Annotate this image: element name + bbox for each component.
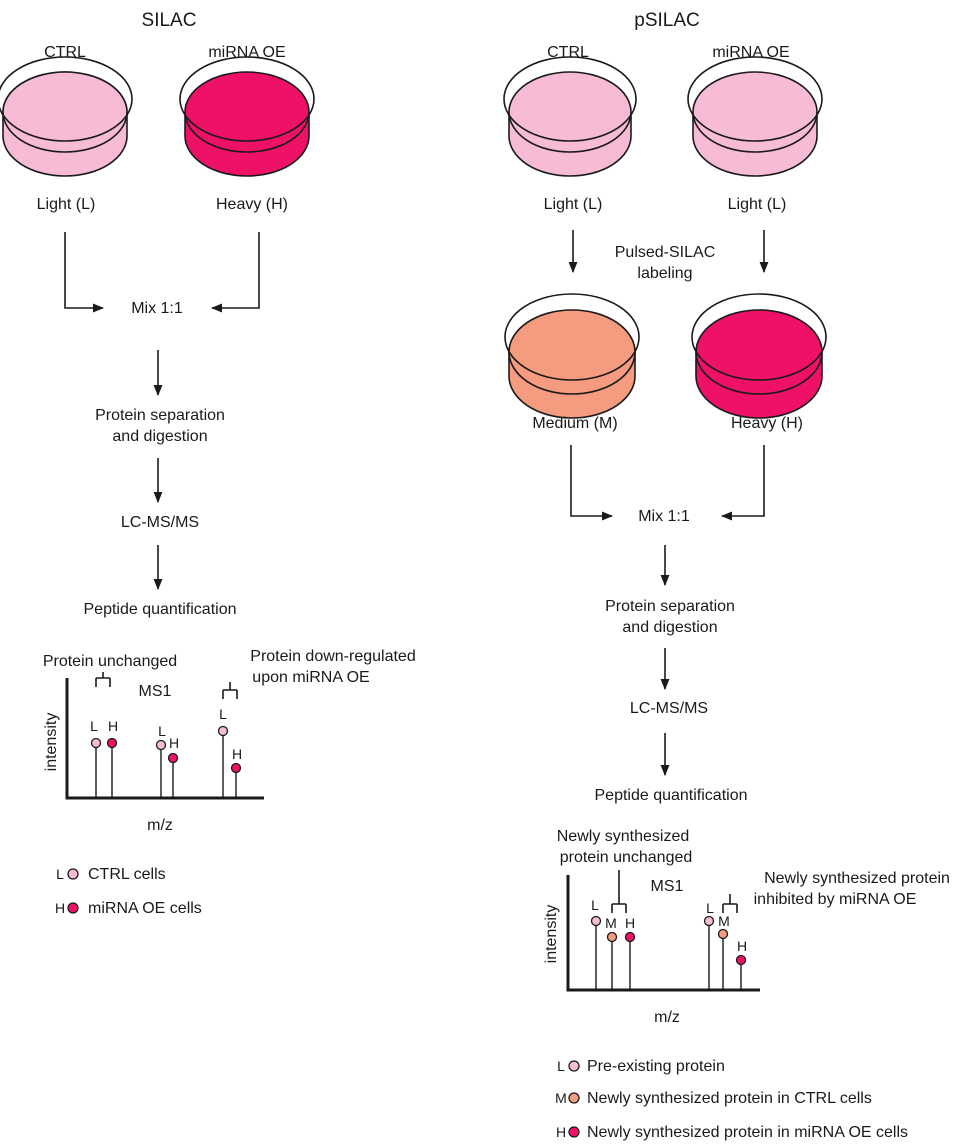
- silac-oe-label: miRNA OE: [208, 44, 285, 61]
- psilac-peak-dot-heavy: [624, 931, 636, 943]
- silac-peak-dot-heavy: [106, 737, 118, 749]
- silac-legend-dot-light: [67, 868, 79, 880]
- psilac-medium-dish: [504, 293, 640, 419]
- psilac-legend-text-oe: Newly synthesized protein in miRNA OE ce…: [587, 1124, 908, 1141]
- silac-peak-label-h: H: [232, 746, 242, 762]
- psilac-peak-label-h: H: [737, 938, 747, 954]
- silac-oe-dish: [179, 56, 315, 177]
- psilac-peak-dot-medium: [717, 928, 729, 940]
- psilac-peak-dot-medium: [606, 931, 618, 943]
- psilac-legend-letter-h: H: [556, 1124, 566, 1140]
- psilac-step-separation-1: Protein separation: [605, 598, 735, 615]
- silac-step-quant: Peptide quantification: [84, 601, 237, 618]
- psilac-legend-letter-m: M: [555, 1090, 567, 1106]
- silac-legend: L CTRL cells H miRNA OE cells: [55, 866, 202, 917]
- psilac-peak-label-m: M: [718, 913, 730, 929]
- psilac-arrow-medium: [570, 445, 614, 521]
- psilac-bracket-inhibited: [722, 894, 738, 913]
- silac-peak-label-l: L: [158, 723, 166, 739]
- psilac-peak-label-h: H: [625, 915, 635, 931]
- psilac-annot-inhibited-1: Newly synthesized protein: [764, 870, 950, 887]
- psilac-oe-label: miRNA OE: [712, 44, 789, 61]
- silac-peak-label-l: L: [219, 706, 227, 722]
- psilac-xlabel: m/z: [654, 1009, 680, 1026]
- psilac-ylabel: intensity: [543, 905, 560, 964]
- silac-axes: [65, 678, 264, 800]
- psilac-peak-label-l: L: [706, 900, 714, 916]
- psilac-medium-label: Medium (M): [532, 415, 617, 432]
- psilac-legend-text-ctrl: Newly synthesized protein in CTRL cells: [587, 1090, 872, 1107]
- silac-peak-label-h: H: [169, 735, 179, 751]
- silac-legend-text-ctrl: CTRL cells: [88, 866, 166, 883]
- psilac-legend-letter-l: L: [557, 1058, 565, 1074]
- silac-step-mix: Mix 1:1: [131, 300, 183, 317]
- psilac-peak-dot-light: [703, 915, 715, 927]
- psilac-spectrum: Newly synthesized Newly synthesized prot…: [543, 828, 950, 1026]
- silac-light-label: Light (L): [37, 196, 96, 213]
- psilac-step-mix: Mix 1:1: [638, 508, 690, 525]
- psilac-pulse-label-1: Pulsed-SILAC: [615, 244, 716, 261]
- psilac-legend-dot-heavy: [568, 1126, 580, 1138]
- psilac-legend-dot-light: [568, 1060, 580, 1072]
- silac-ylabel: intensity: [43, 713, 60, 772]
- silac-ms1-label: MS1: [139, 683, 172, 700]
- silac-arrow-heavy: [210, 232, 260, 313]
- silac-peak-dot-light: [155, 739, 167, 751]
- psilac-step-separation-2: and digestion: [622, 619, 717, 636]
- silac-step-separation-2: and digestion: [112, 428, 207, 445]
- silac-legend-text-oe: miRNA OE cells: [88, 900, 202, 917]
- silac-annot-unchanged: Protein unchanged: [43, 653, 177, 670]
- psilac-heavy-label: Heavy (H): [731, 415, 803, 432]
- psilac-bracket-unchanged: [611, 870, 627, 913]
- silac-step-lcms: LC-MS/MS: [121, 514, 199, 531]
- psilac-step-lcms: LC-MS/MS: [630, 700, 708, 717]
- psilac-title: pSILAC: [634, 10, 699, 31]
- psilac-annot-unchanged-2b: protein unchanged: [560, 849, 693, 866]
- psilac-axes: [566, 875, 760, 992]
- silac-ctrl-dish: [0, 56, 133, 177]
- psilac-peak-dot-heavy: [735, 954, 747, 966]
- silac-peak-dot-heavy: [167, 752, 179, 764]
- silac-spectrum: Protein unchanged Protein down-regulated…: [43, 648, 416, 834]
- silac-legend-dot-heavy: [67, 902, 79, 914]
- psilac-annot-unchanged-1: Newly synthesized: [557, 828, 690, 845]
- silac-xlabel: m/z: [147, 817, 173, 834]
- psilac-step-quant: Peptide quantification: [595, 787, 748, 804]
- psilac-peak-label-m: M: [605, 915, 617, 931]
- psilac-ctrl-light-label: Light (L): [544, 196, 603, 213]
- psilac-ms1-label: MS1: [651, 878, 684, 895]
- silac-arrow-light: [64, 232, 105, 313]
- silac-legend-letter-l: L: [56, 866, 64, 882]
- psilac-oe-light-label: Light (L): [728, 196, 787, 213]
- psilac-ctrl-dish-light: [503, 56, 637, 177]
- psilac-oe-dish-light: [687, 56, 823, 177]
- silac-peak-dot-heavy: [230, 762, 242, 774]
- silac-peak-label-l: L: [90, 718, 98, 734]
- psilac-arrow-heavy: [720, 445, 765, 521]
- silac-bracket-unchanged: [95, 672, 111, 687]
- psilac-peak-label-l: L: [591, 897, 599, 913]
- silac-annot-down-2: upon miRNA OE: [252, 669, 369, 686]
- psilac-legend-text-preexisting: Pre-existing protein: [587, 1058, 725, 1075]
- psilac-legend: L Pre-existing protein M Newly synthesiz…: [555, 1058, 908, 1141]
- silac-annot-down-1: Protein down-regulated: [250, 648, 415, 665]
- silac-peak-label-h: H: [108, 718, 118, 734]
- silac-step-separation-1: Protein separation: [95, 407, 225, 424]
- psilac-peak-dot-light: [590, 915, 602, 927]
- silac-peak-dot-light: [217, 725, 229, 737]
- silac-title: SILAC: [142, 10, 197, 31]
- psilac-heavy-dish: [691, 293, 827, 419]
- silac-heavy-label: Heavy (H): [216, 196, 288, 213]
- psilac-annot-inhibited-2: inhibited by miRNA OE: [754, 891, 917, 908]
- silac-peak-dot-light: [90, 737, 102, 749]
- psilac-legend-dot-medium: [568, 1092, 580, 1104]
- psilac-pulse-label-2: labeling: [637, 265, 692, 282]
- silac-legend-letter-h: H: [55, 900, 65, 916]
- silac-bracket-down: [222, 682, 238, 699]
